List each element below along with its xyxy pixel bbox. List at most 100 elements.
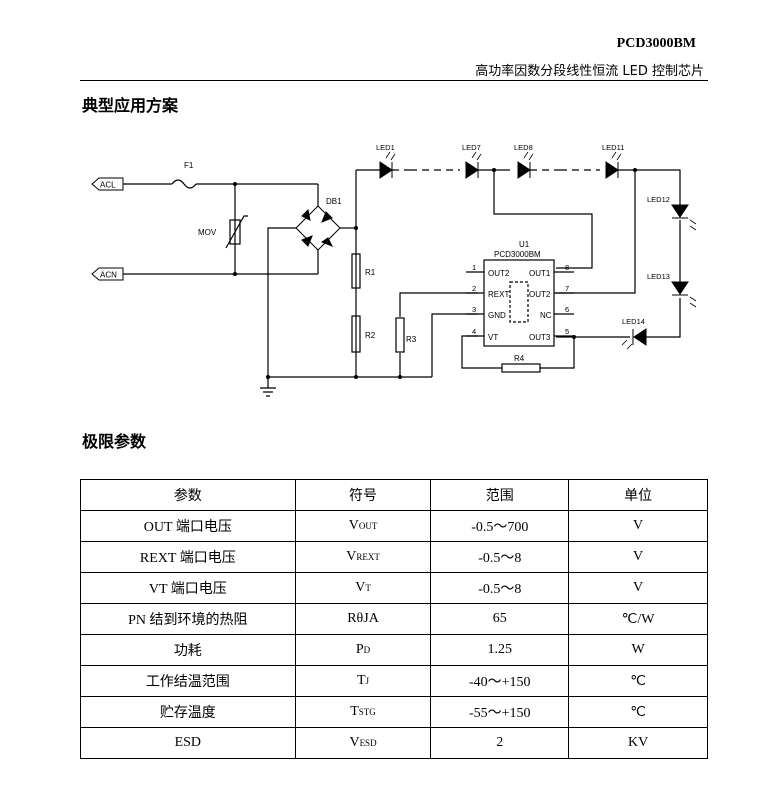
symbol-cell: RθJA <box>294 603 432 635</box>
symbol-cell: TSTG <box>294 696 432 728</box>
param-cell: 功耗 <box>80 634 296 666</box>
symbol-sub: OUT <box>358 521 378 531</box>
led-label: LED13 <box>647 272 670 281</box>
header-symbol: 符号 <box>294 479 432 511</box>
table-row: ESD VESD 2 KV <box>80 727 708 759</box>
param-cell: VT 端口电压 <box>80 572 296 604</box>
pin-number: 4 <box>472 327 476 336</box>
absolute-max-ratings-table: 参数 符号 范围 单位 OUT 端口电压 VOUT -0.5～700 V REX… <box>80 479 708 759</box>
r1-label: R1 <box>365 268 376 277</box>
section-title-limits: 极限参数 <box>82 432 147 451</box>
unit-cell: ℃/W <box>568 603 708 635</box>
pin-name: REXT <box>488 290 509 299</box>
range-cell: -40～+150 <box>430 665 570 697</box>
param-cell: OUT 端口电压 <box>80 510 296 542</box>
unit-cell: W <box>568 634 708 666</box>
symbol-main: V <box>348 518 359 533</box>
pin-number: 2 <box>472 284 476 293</box>
fuse-label: F1 <box>184 161 194 170</box>
header-part-number: PCD3000BM <box>616 36 696 51</box>
r3-label: R3 <box>406 335 417 344</box>
symbol-main: P <box>355 642 364 657</box>
header-param: 参数 <box>80 479 296 511</box>
unit-cell: ℃ <box>568 665 708 697</box>
unit-cell: ℃ <box>568 696 708 728</box>
param-cell: REXT 端口电压 <box>80 541 296 573</box>
led-label: LED12 <box>647 195 670 204</box>
range-cell: -0.5～8 <box>430 541 570 573</box>
range-cell: 65 <box>430 603 570 635</box>
application-schematic: ACL ACN F1 MOV DB1 R1 R2 R3 R4 U1 PCD300… <box>91 143 697 397</box>
ic-ref-label: U1 <box>519 240 530 249</box>
mov-label: MOV <box>198 228 217 237</box>
param-cell: 工作结温范围 <box>80 665 296 697</box>
led-label: LED7 <box>462 143 481 152</box>
symbol-sub: D <box>363 645 371 655</box>
pin-number: 7 <box>565 284 569 293</box>
bridge-label: DB1 <box>326 197 342 206</box>
range-cell: 1.25 <box>430 634 570 666</box>
led-label: LED1 <box>376 143 395 152</box>
symbol-main: RθJA <box>347 611 379 626</box>
net-label-acl: ACL <box>100 181 116 190</box>
symbol-main: V <box>355 580 366 595</box>
table-row: 工作结温范围 TJ -40～+150 ℃ <box>80 665 708 697</box>
unit-cell: KV <box>568 727 708 759</box>
pin-name: OUT2 <box>529 290 551 299</box>
symbol-cell: VREXT <box>294 541 432 573</box>
unit-cell: V <box>568 572 708 604</box>
symbol-sub: STG <box>358 707 376 717</box>
range-cell: -55～+150 <box>430 696 570 728</box>
header-divider <box>80 80 708 81</box>
pin-name: OUT2 <box>488 269 510 278</box>
range-cell: -0.5～8 <box>430 572 570 604</box>
param-cell: 贮存温度 <box>80 696 296 728</box>
unit-cell: V <box>568 510 708 542</box>
table-header-row: 参数 符号 范围 单位 <box>80 479 708 511</box>
pin-number: 5 <box>565 327 569 336</box>
pin-name: OUT3 <box>529 333 551 342</box>
led-label: LED11 <box>602 143 624 152</box>
symbol-sub: J <box>365 676 370 686</box>
param-cell: PN 结到环境的热阻 <box>80 603 296 635</box>
pin-name: VT <box>488 333 498 342</box>
symbol-sub: REXT <box>356 552 380 562</box>
pin-number: 8 <box>565 263 569 272</box>
range-cell: -0.5～700 <box>430 510 570 542</box>
table-row: OUT 端口电压 VOUT -0.5～700 V <box>80 510 708 542</box>
pin-number: 3 <box>472 305 476 314</box>
symbol-cell: VESD <box>294 727 432 759</box>
symbol-cell: TJ <box>294 665 432 697</box>
symbol-cell: VT <box>294 572 432 604</box>
symbol-cell: VOUT <box>294 510 432 542</box>
header-unit: 单位 <box>568 479 708 511</box>
ic-name-label: PCD3000BM <box>494 250 541 259</box>
table-row: VT 端口电压 VT -0.5～8 V <box>80 572 708 604</box>
table-row: 贮存温度 TSTG -55～+150 ℃ <box>80 696 708 728</box>
unit-cell: V <box>568 541 708 573</box>
symbol-sub: ESD <box>359 738 377 748</box>
section-title-application: 典型应用方案 <box>82 96 179 115</box>
symbol-main: V <box>346 549 357 564</box>
header-subtitle: 高功率因数分段线性恒流 LED 控制芯片 <box>475 64 704 79</box>
symbol-main: T <box>356 673 366 688</box>
range-cell: 2 <box>430 727 570 759</box>
symbol-main: V <box>349 735 360 750</box>
led-label: LED14 <box>622 317 645 326</box>
pin-number: 1 <box>472 263 476 272</box>
pin-name: GND <box>488 311 506 320</box>
pin-number: 6 <box>565 305 569 314</box>
table-row: 功耗 PD 1.25 W <box>80 634 708 666</box>
table-row: REXT 端口电压 VREXT -0.5～8 V <box>80 541 708 573</box>
led-label: LED8 <box>514 143 533 152</box>
r2-label: R2 <box>365 331 376 340</box>
header-range: 范围 <box>430 479 570 511</box>
pin-name: NC <box>540 311 552 320</box>
table-row: PN 结到环境的热阻 RθJA 65 ℃/W <box>80 603 708 635</box>
symbol-main: T <box>350 704 359 719</box>
pin-name: OUT1 <box>529 269 551 278</box>
param-cell: ESD <box>80 727 296 759</box>
symbol-sub: T <box>365 583 371 593</box>
r4-label: R4 <box>514 354 525 363</box>
net-label-acn: ACN <box>100 271 117 280</box>
